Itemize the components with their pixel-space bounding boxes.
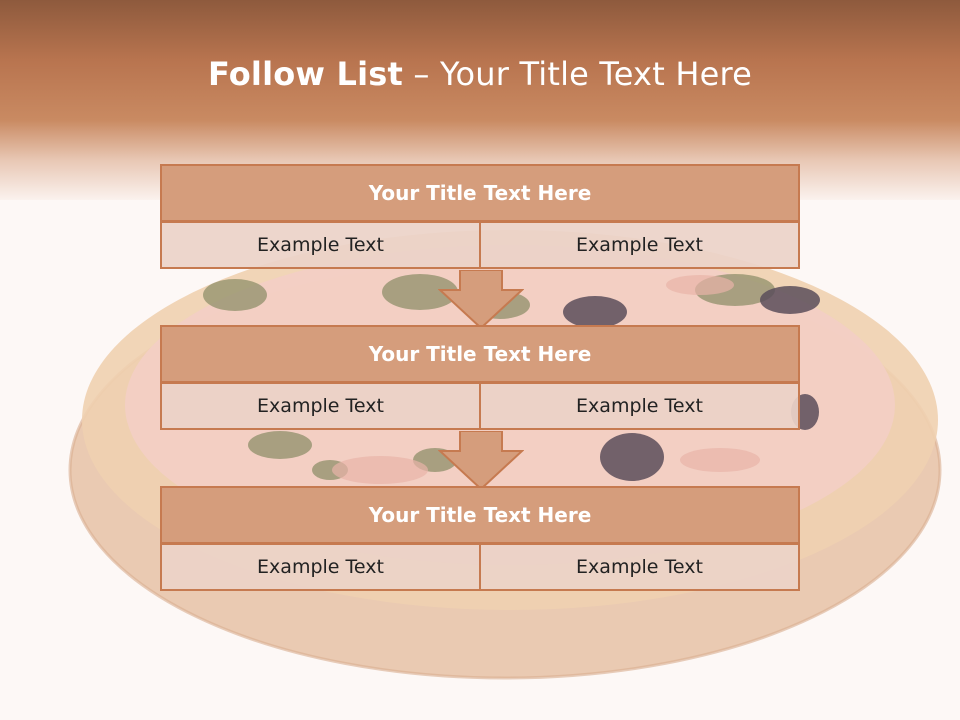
- block-cell-right: Example Text: [481, 382, 800, 430]
- block-cell-right: Example Text: [481, 221, 800, 269]
- list-block: Your Title Text Here Example Text Exampl…: [160, 486, 800, 591]
- title-rest: – Your Title Text Here: [403, 55, 753, 93]
- slide-title: Follow List – Your Title Text Here: [0, 55, 960, 93]
- block-row: Example Text Example Text: [160, 543, 800, 591]
- block-cell-right: Example Text: [481, 543, 800, 591]
- list-block: Your Title Text Here Example Text Exampl…: [160, 325, 800, 430]
- block-row: Example Text Example Text: [160, 382, 800, 430]
- block-row: Example Text Example Text: [160, 221, 800, 269]
- block-title: Your Title Text Here: [160, 325, 800, 383]
- block-title: Your Title Text Here: [160, 486, 800, 544]
- block-cell-left: Example Text: [160, 543, 481, 591]
- down-arrow-icon: [438, 270, 524, 330]
- list-block: Your Title Text Here Example Text Exampl…: [160, 164, 800, 269]
- title-bold: Follow List: [207, 55, 404, 93]
- block-cell-left: Example Text: [160, 382, 481, 430]
- down-arrow-icon: [438, 431, 524, 491]
- block-title: Your Title Text Here: [160, 164, 800, 222]
- block-cell-left: Example Text: [160, 221, 481, 269]
